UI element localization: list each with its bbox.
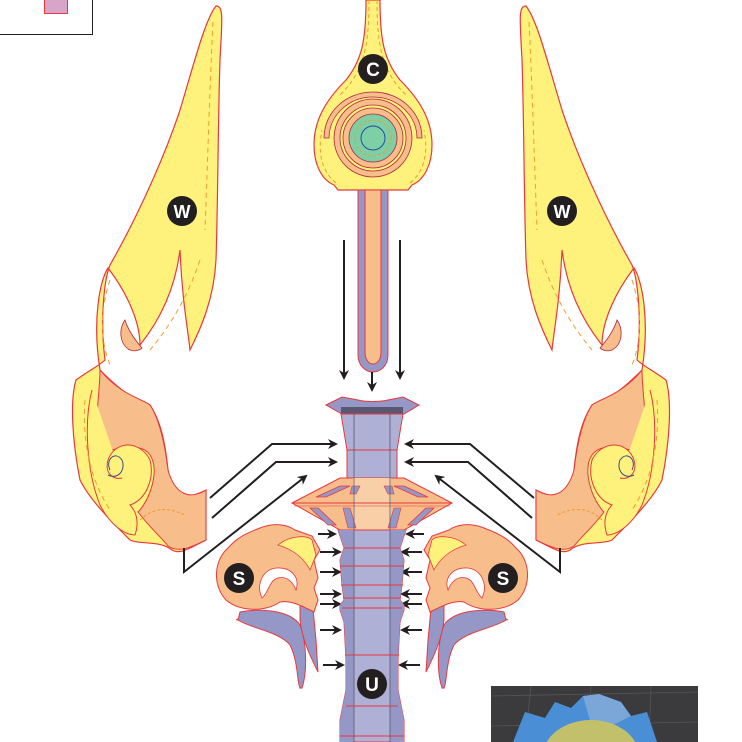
- handle: U: [290, 396, 454, 742]
- svg-text:C: C: [366, 60, 380, 81]
- crown: C: [313, 0, 433, 191]
- preview-render: [491, 686, 698, 742]
- svg-text:S: S: [497, 569, 510, 590]
- badge-u: U: [357, 669, 387, 699]
- badge-s-right: S: [488, 563, 518, 593]
- assembly-arrows: [183, 240, 561, 670]
- wing-left: W: [71, 5, 223, 553]
- svg-text:S: S: [233, 569, 246, 590]
- svg-text:W: W: [554, 202, 571, 222]
- badge-c: C: [358, 54, 388, 84]
- badge-w-right: W: [547, 196, 577, 226]
- legend-box: [0, 0, 93, 35]
- crown-tang: [357, 189, 389, 373]
- 3d-preview-thumbnail: [491, 686, 698, 742]
- svg-text:U: U: [365, 675, 379, 696]
- badge-s-left: S: [224, 563, 254, 593]
- scroll-left: S: [215, 524, 321, 689]
- scroll-right: [423, 524, 529, 689]
- legend-color-swatch: [44, 0, 68, 14]
- badge-w-left: W: [167, 196, 197, 226]
- wing-right: [519, 5, 671, 553]
- svg-text:W: W: [174, 202, 191, 222]
